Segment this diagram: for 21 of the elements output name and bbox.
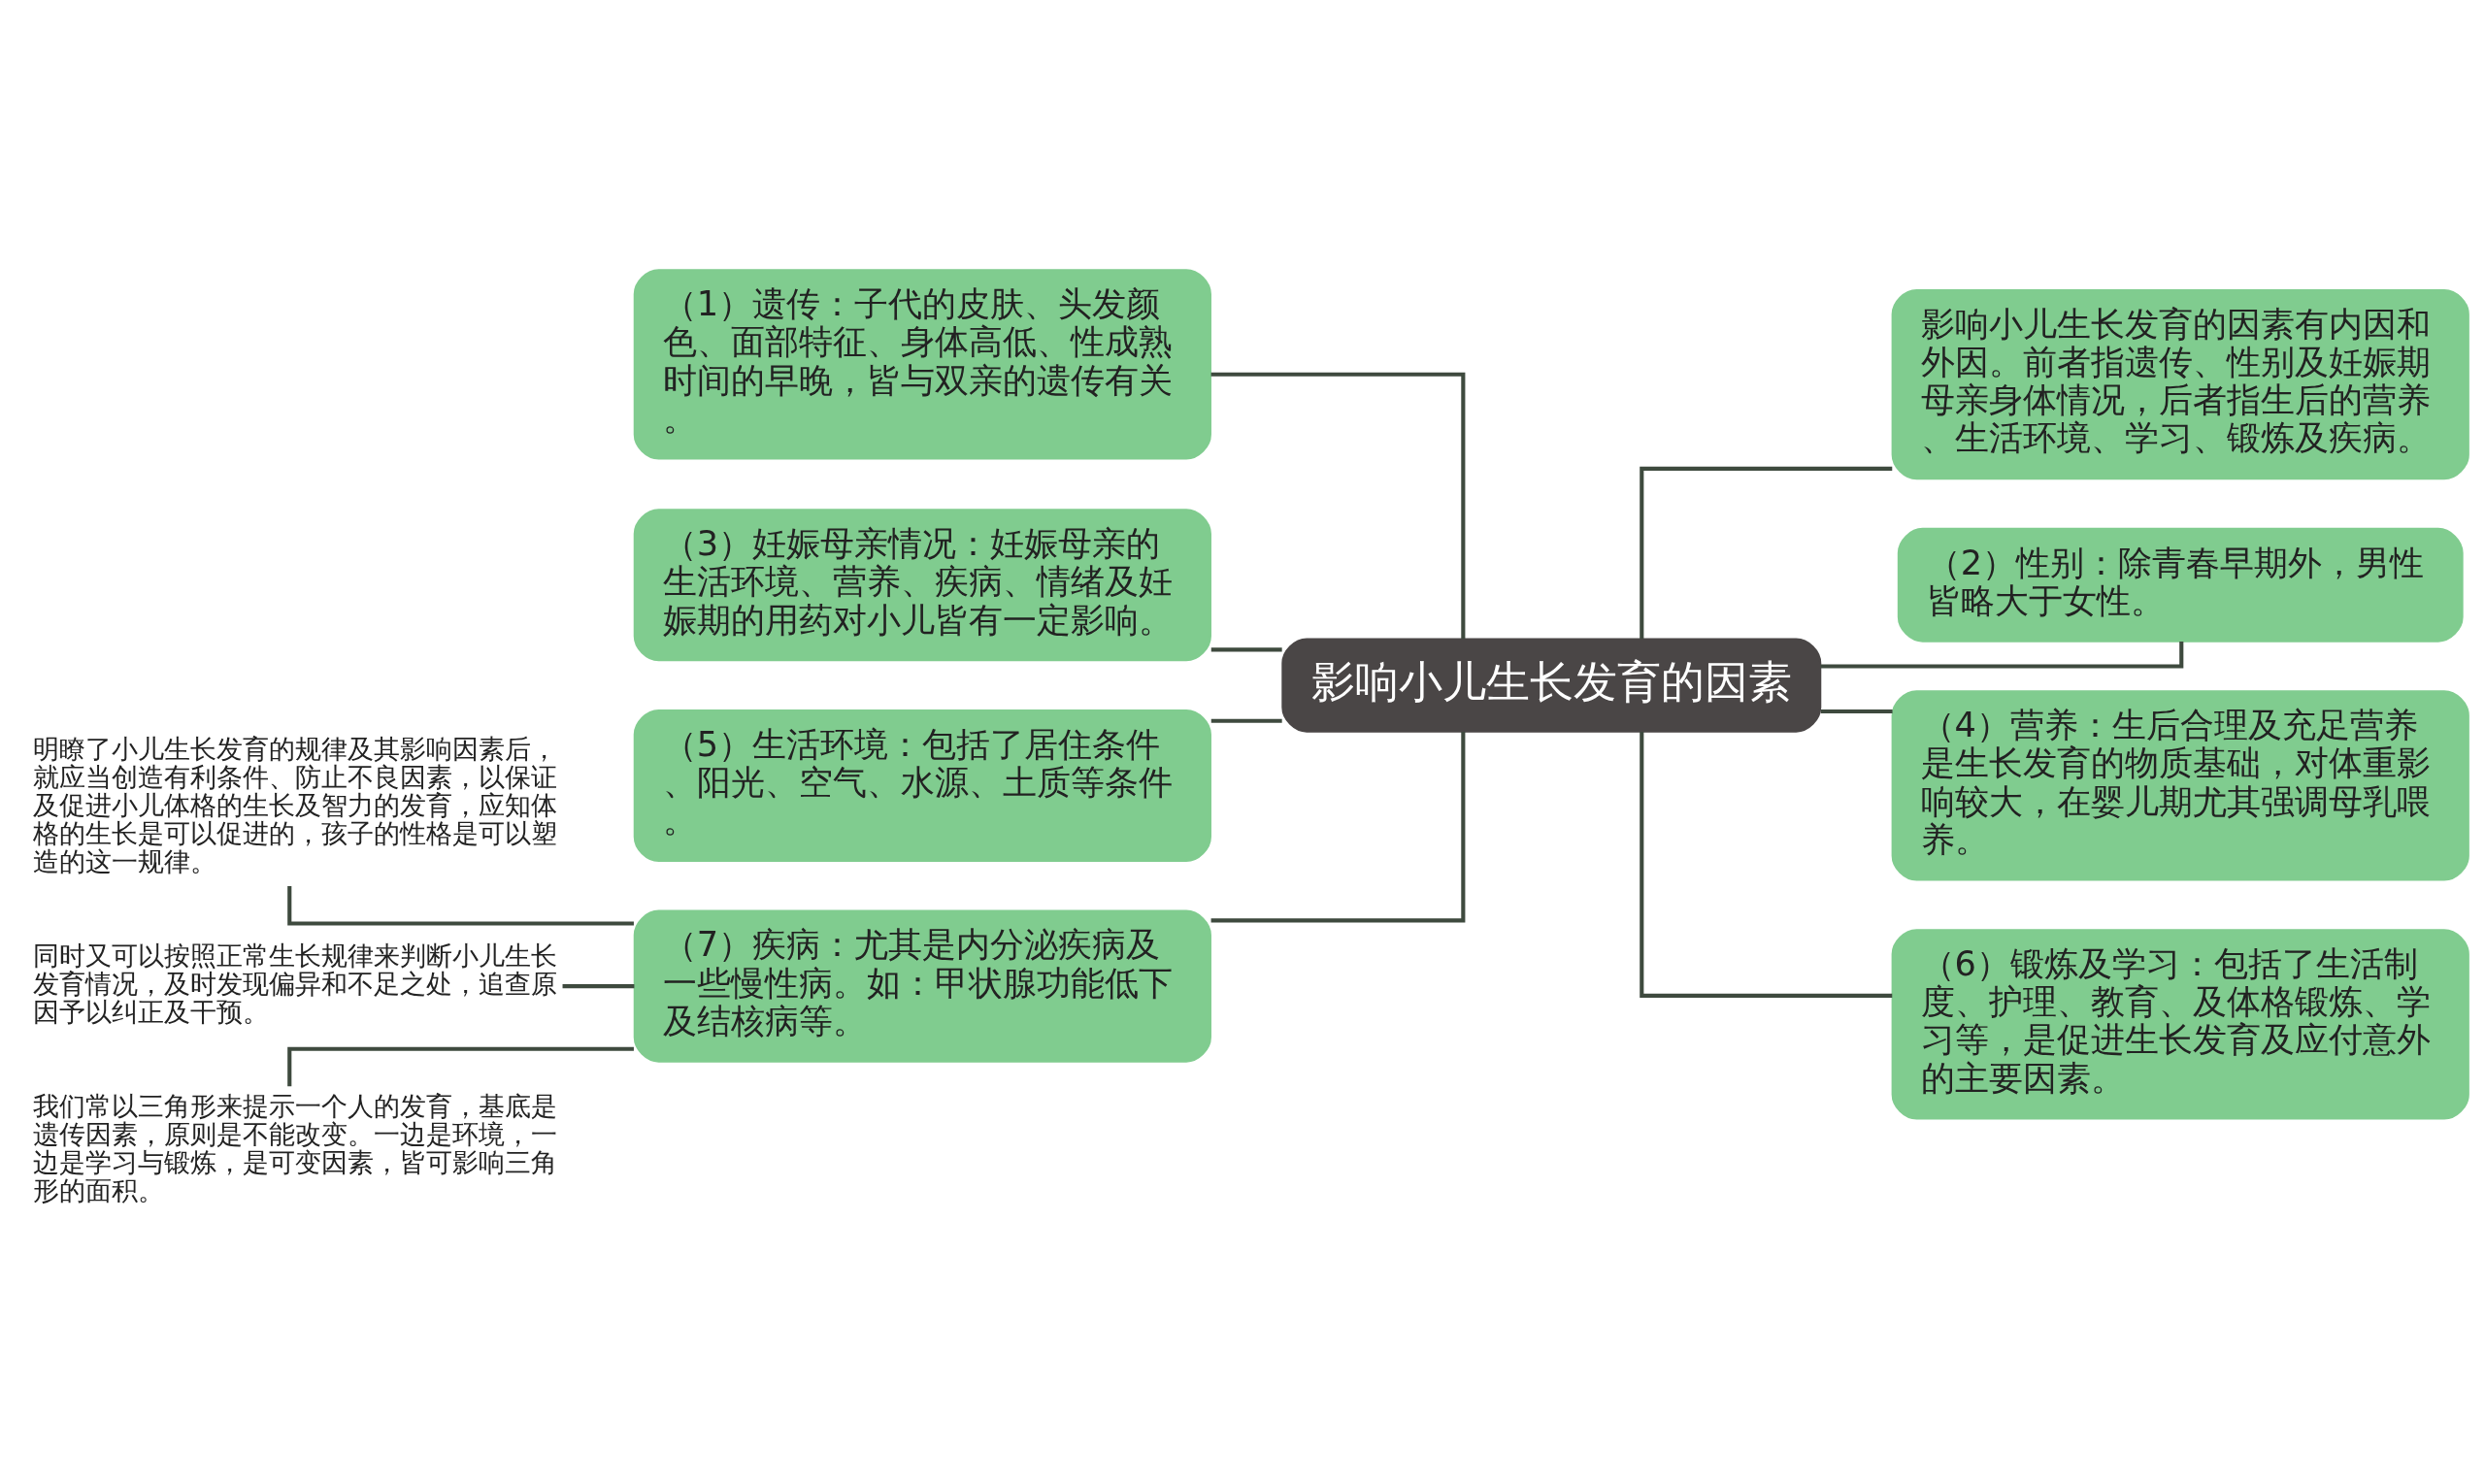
connector <box>562 983 635 988</box>
node-text: 同时又可以按照正常生长规律来判断小儿生长发育情况，及时发现偏异和不足之处，追查原因予以纠正及干预。 <box>32 940 557 1027</box>
connector <box>1640 731 1893 998</box>
node-box: （4）营养：生后合理及充足营养是生长发育的物质基础，对体重影响较大，在婴儿期尤其强调母乳喂养。 <box>1891 689 2469 881</box>
connector <box>1820 709 1893 713</box>
node-box: （5）生活环境：包括了居住条件、阳光、空气、水源、土质等条件。 <box>633 709 1211 862</box>
connector <box>1820 641 2184 669</box>
node-box: 影响小儿生长发育的因素有内因和外因。前者指遗传、性别及妊娠期母亲身体情况，后者指生后的营养、生活环境、学习、锻炼及疾病。 <box>1891 288 2469 479</box>
connector <box>1210 731 1466 922</box>
connector <box>1640 466 1893 639</box>
node-box: （1）遗传：子代的皮肤、头发颜色、面部特征、身体高低、性成熟时间的早晚，皆与双亲的遗传有关。 <box>633 268 1211 460</box>
connector <box>1210 372 1466 639</box>
node-text: 我们常以三角形来提示一个人的发育，基底是遗传因素，原则是不能改变。一边是环境，一边是学习与锻炼，是可变因素，皆可影响三角形的面积。 <box>32 1090 557 1205</box>
node-box: （2）性别：除青春早期外，男性皆略大于女性。 <box>1897 527 2464 643</box>
connector <box>1210 646 1282 651</box>
node-box: （3）妊娠母亲情况：妊娠母亲的生活环境、营养、疾病、情绪及妊娠期的用药对小儿皆有一定影响。 <box>633 508 1211 661</box>
node-text: 明瞭了小儿生长发育的规律及其影响因素后，就应当创造有利条件、防止不良因素，以保证及促进小儿体格的生长及智力的发育，应知体格的生长是可以促进的，孩子的性格是可以塑造的这一规律。 <box>32 733 557 876</box>
node-box: （6）锻炼及学习：包括了生活制度、护理、教育、及体格锻炼、学习等，是促进生长发育及应付意外的主要因素。 <box>1891 928 2469 1120</box>
node-box: （7）疾病：尤其是内分泌疾病及一些慢性病。如：甲状腺功能低下及结核病等。 <box>633 909 1211 1063</box>
connector <box>1210 718 1282 723</box>
node-box: 影响小儿生长发育的因素 <box>1281 638 1822 733</box>
